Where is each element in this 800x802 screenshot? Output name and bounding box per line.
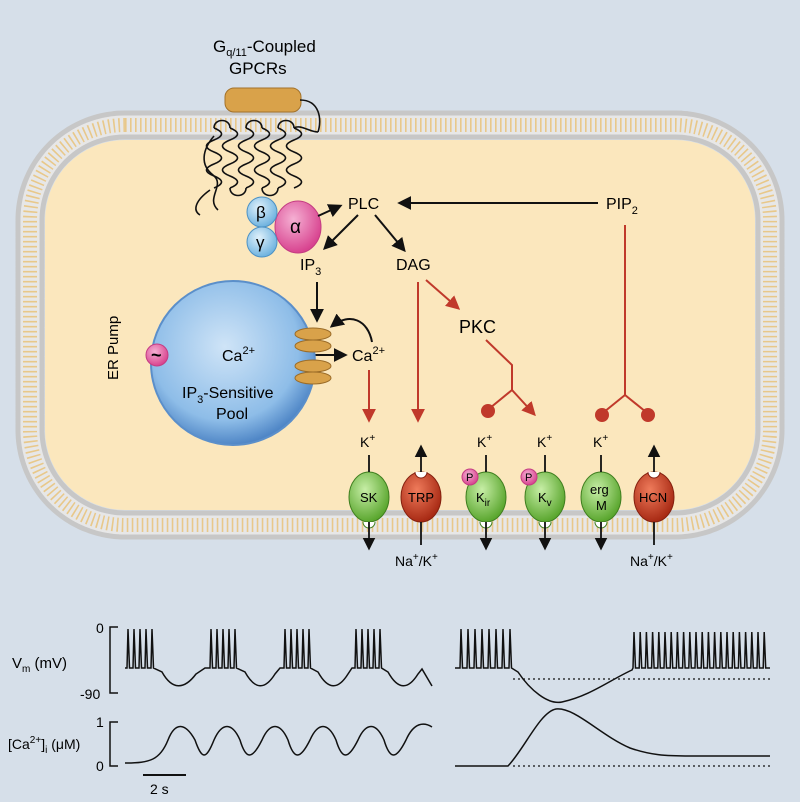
inhibit-dot-kir — [481, 404, 495, 418]
pip2-label: PIP2 — [606, 196, 638, 217]
arrow-ca-feedback — [329, 313, 373, 343]
potassium-labels: K+ K+ K+ K+ — [360, 433, 608, 450]
pkc-to-kv-arrow — [511, 389, 536, 417]
er-pump[interactable] — [145, 343, 169, 367]
na-k-label-trp: Na+/K+ — [395, 552, 438, 569]
ip3-label: IP3 — [300, 257, 321, 278]
arrow-dag-to-pkc — [425, 279, 461, 310]
k-label-kv: K+ — [537, 433, 552, 450]
trace-axes — [109, 626, 770, 776]
alpha-label: α — [290, 217, 301, 238]
g-protein — [246, 196, 322, 258]
na-k-label-hcn: Na+/K+ — [630, 552, 673, 569]
ca-axis-label: [Ca2+]i (μM) — [8, 735, 80, 756]
pkc-to-kir-inhibit — [489, 389, 513, 409]
vm-trace-single-transient — [455, 628, 770, 704]
er-pool-label-line1: IP3-Sensitive — [182, 385, 274, 406]
trace-waveforms — [124, 628, 770, 767]
pip2-to-hcn-inhibit — [624, 394, 647, 413]
ca-tick-top: 1 — [96, 714, 104, 730]
phospho-badge-kir — [461, 468, 479, 486]
gamma-subunit — [246, 226, 278, 258]
arrow-plc-to-dag — [374, 214, 406, 253]
vm-trace-oscillating — [125, 628, 433, 687]
arrow-alpha-to-plc — [317, 204, 343, 218]
ca-tick-bottom: 0 — [96, 758, 104, 774]
inhibit-dot-erg — [595, 408, 609, 422]
pkc-label: PKC — [459, 317, 496, 337]
gamma-label: γ — [256, 233, 265, 252]
ca-trace-single-transient — [455, 708, 770, 767]
pkc-branch — [485, 339, 513, 390]
pip2-to-erg-inhibit — [603, 394, 626, 413]
receptor-title: Gq/11-Coupled — [213, 37, 316, 59]
vm-axis — [109, 626, 118, 694]
cytoplasm — [45, 140, 755, 510]
vm-axis-label: Vm (mV) — [12, 655, 67, 675]
beta-label: β — [256, 203, 266, 222]
transmembrane-helices — [205, 119, 319, 197]
phospho-label-kv: P — [525, 472, 532, 484]
erg-label: erg — [590, 482, 609, 497]
hcn-label: HCN — [639, 490, 667, 505]
arrow-plc-to-ip3 — [323, 214, 359, 250]
cell-membrane — [15, 110, 785, 540]
alpha-subunit — [274, 200, 322, 254]
vm-tick-bottom: -90 — [80, 686, 100, 702]
ca-axis — [109, 721, 118, 767]
gpcr-receptor — [195, 87, 321, 216]
kv-label: Kv — [538, 490, 552, 509]
ligand-body — [224, 87, 302, 113]
er-calcium-label: Ca2+ — [222, 345, 255, 365]
sk-label: SK — [360, 490, 378, 505]
plc-label: PLC — [348, 196, 379, 213]
phospho-badge-kv — [520, 468, 538, 486]
er-pump-symbol: ~ — [151, 345, 162, 365]
vm-tick-top: 0 — [96, 620, 104, 636]
cytosolic-calcium-label: Ca2+ — [352, 345, 385, 365]
ip3-receptor-channel[interactable] — [294, 327, 332, 385]
ca-trace-oscillating — [124, 723, 433, 764]
trp-label: TRP — [408, 490, 434, 505]
kir-label: Kir — [476, 490, 491, 509]
inhibit-dot-hcn — [641, 408, 655, 422]
red-arrows — [362, 225, 647, 423]
er-pump-label: ER Pump — [105, 316, 122, 380]
dag-label: DAG — [396, 257, 431, 274]
time-scale-label: 2 s — [150, 781, 169, 797]
phospho-label-kir: P — [466, 472, 473, 484]
k-label-kir: K+ — [477, 433, 492, 450]
receptor-title-line2: GPCRs — [229, 59, 287, 78]
m-label: M — [596, 498, 607, 513]
k-label-sk: K+ — [360, 433, 375, 450]
er-pool-label-line2: Pool — [216, 406, 248, 423]
ion-flux-arrows — [362, 444, 661, 551]
k-label-erg: K+ — [593, 433, 608, 450]
